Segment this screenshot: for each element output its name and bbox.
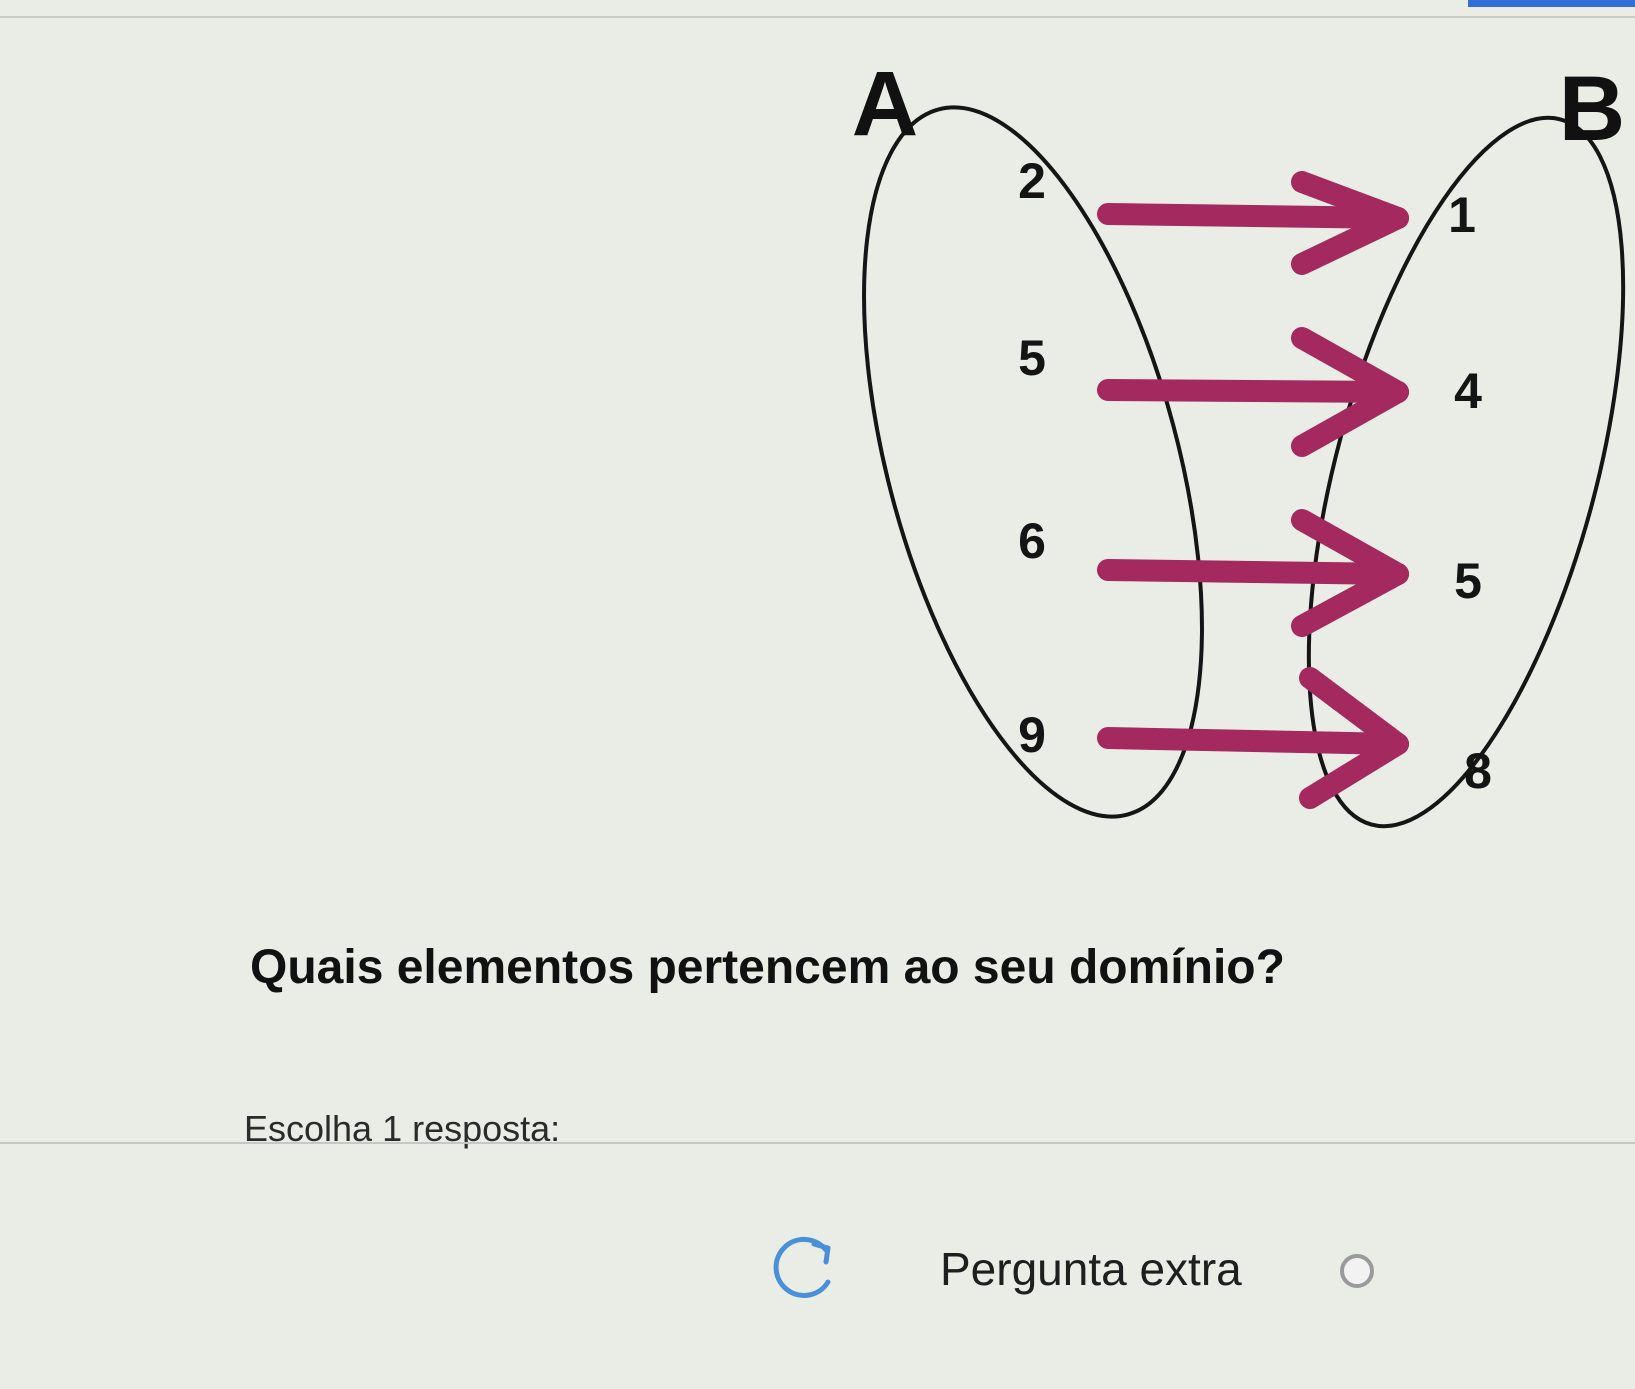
extra-question-row: Pergunta extra [770, 1232, 1430, 1312]
set-a-element: 6 [1018, 513, 1046, 569]
set-a-element: 9 [1018, 707, 1046, 763]
set-a-element: 5 [1018, 330, 1046, 386]
set-b-element: 4 [1454, 363, 1482, 419]
set-b-ellipse [1306, 115, 1626, 829]
refresh-icon[interactable] [770, 1232, 842, 1304]
set-a-ellipse [862, 105, 1204, 819]
set-a-element: 2 [1018, 153, 1046, 209]
arrow-diagram: A B 2 5 6 9 1 4 5 8 [852, 53, 1626, 829]
top-divider [0, 16, 1635, 18]
set-b-element: 8 [1464, 743, 1492, 799]
question-title: Quais elementos pertencem ao seu domínio… [250, 941, 1285, 994]
extra-question-toggle[interactable] [1340, 1254, 1374, 1288]
extra-question-label: Pergunta extra [940, 1243, 1242, 1295]
mapping-arrow [1097, 667, 1409, 809]
mapping-arrow [1097, 509, 1409, 637]
set-b-element: 1 [1448, 187, 1476, 243]
mapping-arrow [1097, 327, 1409, 457]
section-divider [0, 1142, 1635, 1144]
set-b-element: 5 [1454, 553, 1482, 609]
set-b-label: B [1559, 58, 1625, 160]
set-a-label: A [852, 53, 918, 155]
mapping-arrow [1097, 171, 1409, 275]
top-accent-bar [1468, 0, 1635, 7]
